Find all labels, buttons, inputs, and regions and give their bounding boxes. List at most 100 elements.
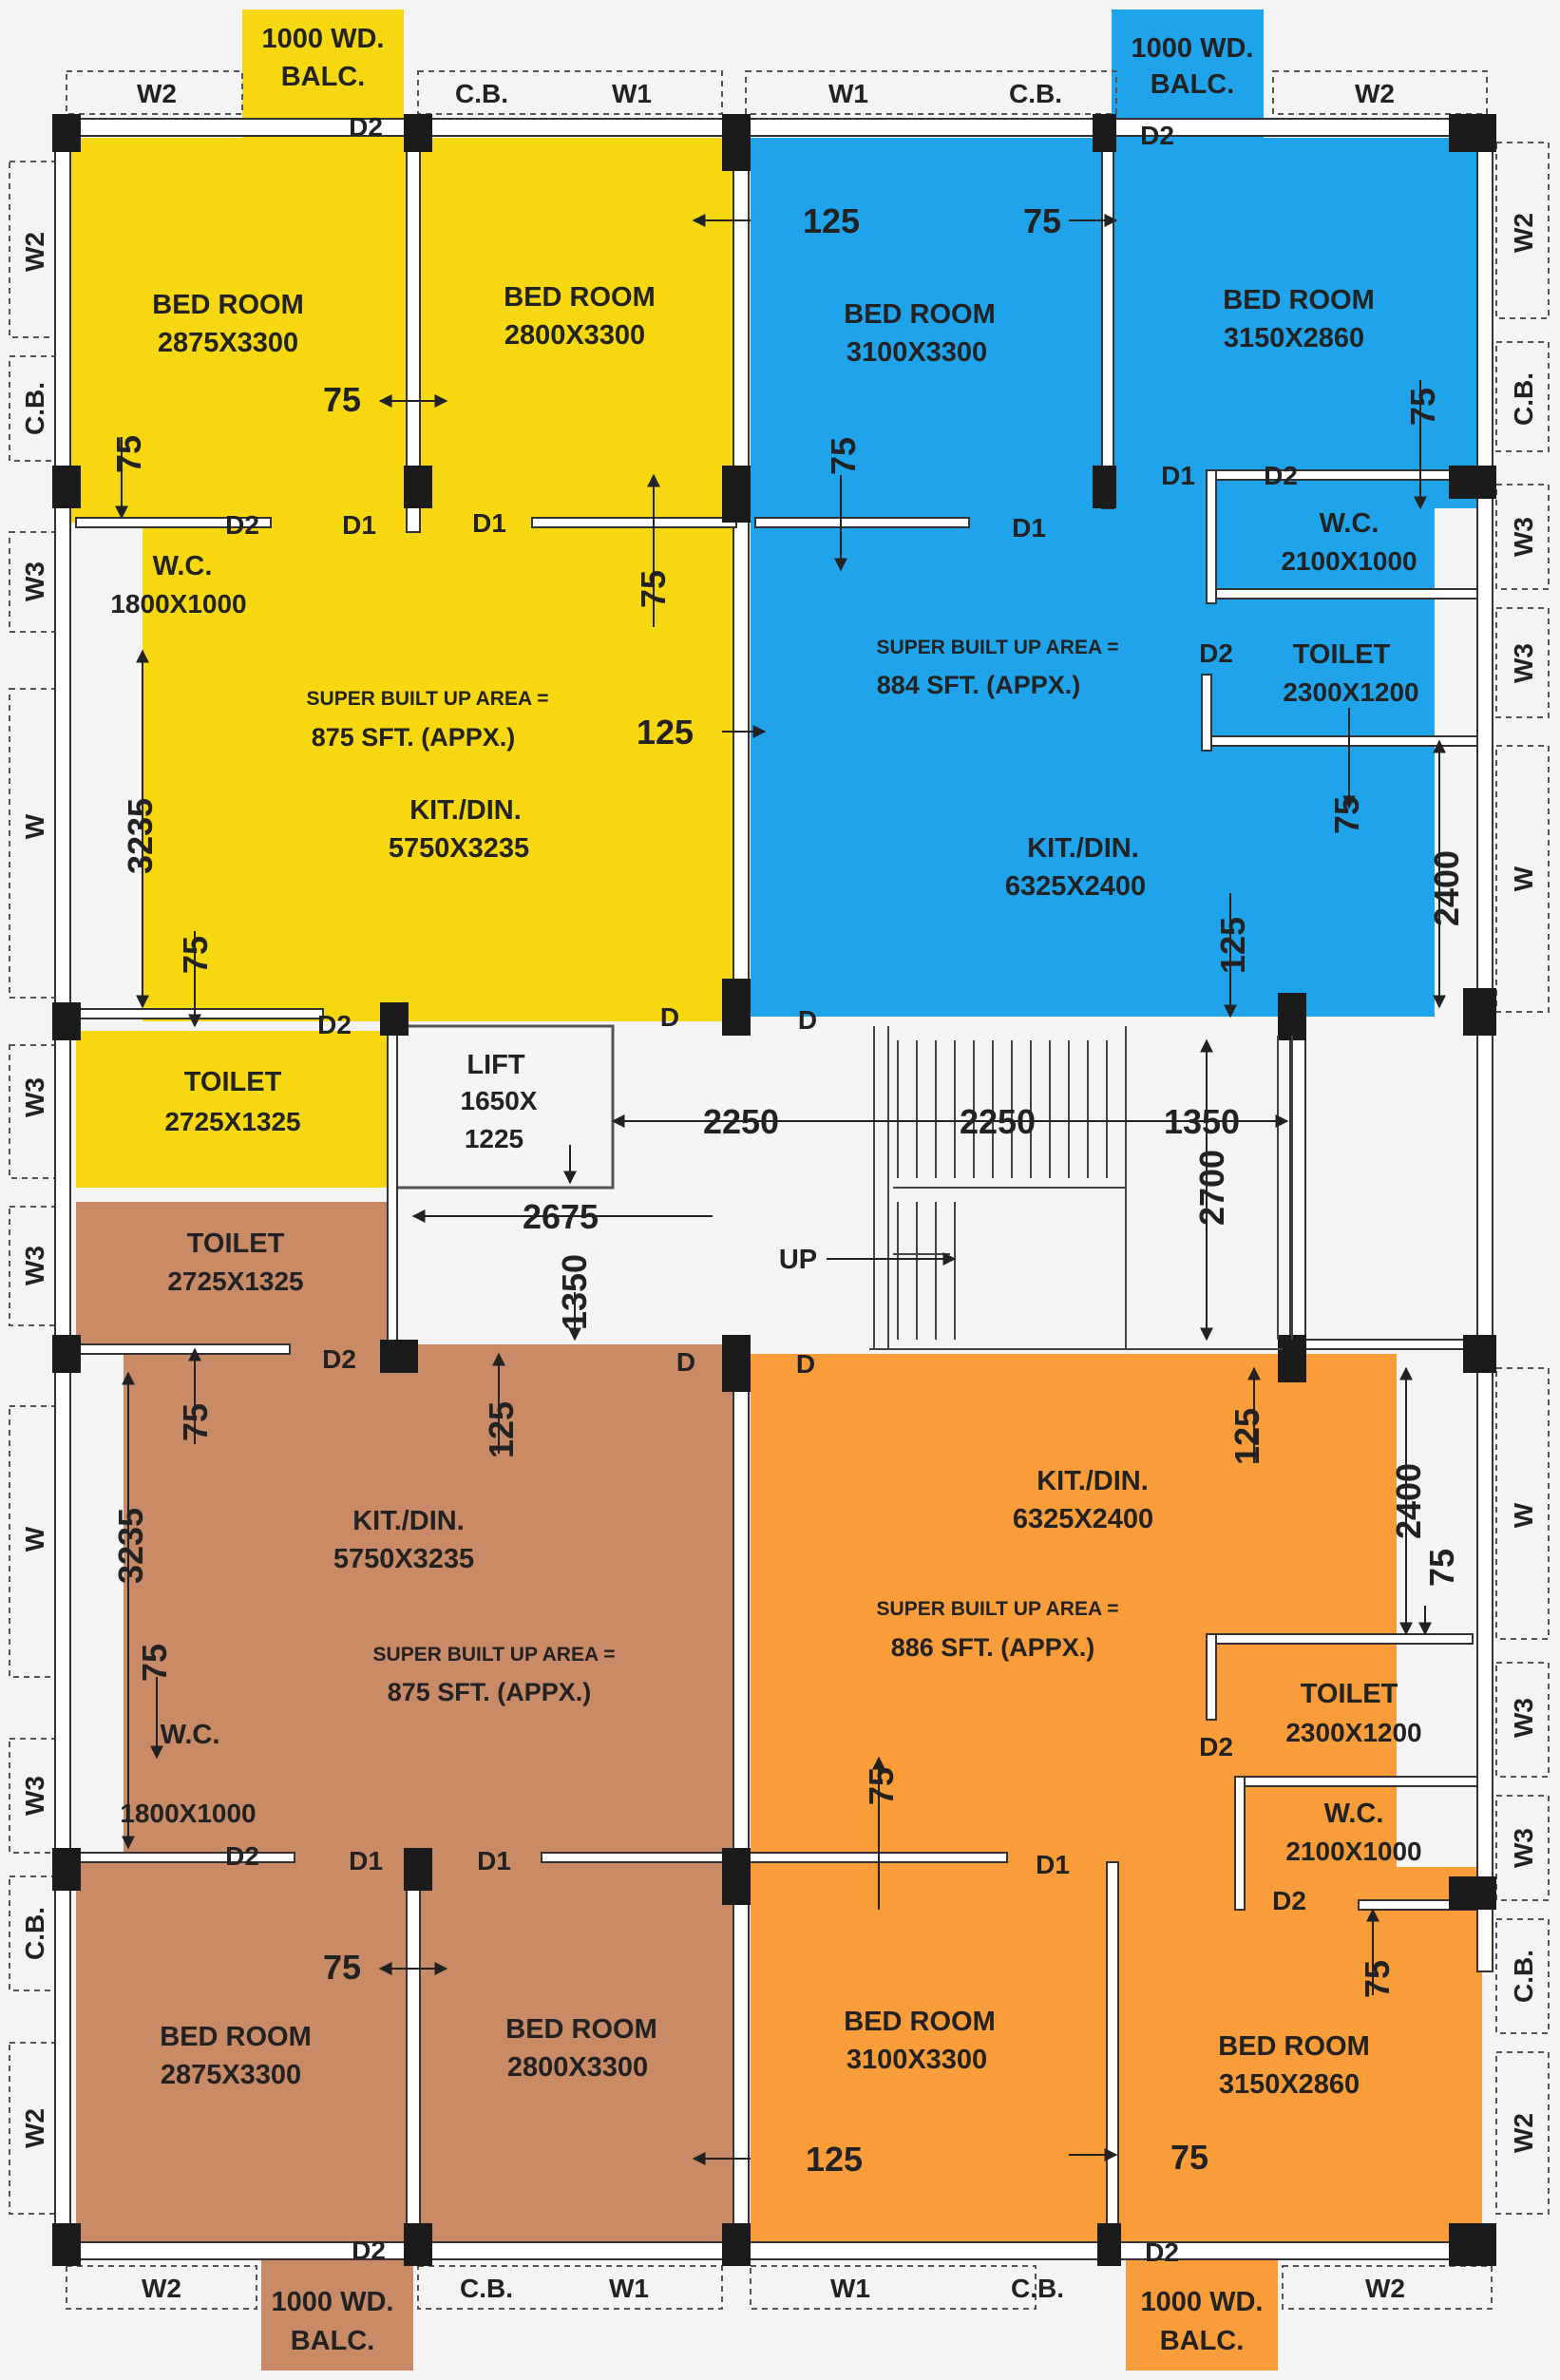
label-w: W [1509, 866, 1538, 891]
label-d75: 75 [323, 1948, 361, 1987]
label-w3: W3 [20, 1246, 49, 1285]
label-d2: D2 [1199, 638, 1233, 668]
brown-wc-name: W.C. [161, 1720, 220, 1750]
label-d2: D2 [352, 2236, 386, 2265]
label-d: D [798, 1005, 817, 1035]
orange-balc-line2: BALC. [1160, 2326, 1245, 2356]
lift-size-1: 1650X [461, 1086, 538, 1115]
yellow-sba-label: SUPER BUILT UP AREA = [307, 688, 549, 710]
label-w1: W1 [609, 2274, 649, 2303]
label-w2: W2 [1365, 2274, 1405, 2303]
label-d125: 125 [803, 201, 860, 240]
lift-size-2: 1225 [465, 1124, 523, 1153]
yellow-kit-name: KIT./DIN. [409, 795, 522, 826]
orange-kit-name: KIT./DIN. [1037, 1466, 1149, 1496]
label-cb: C.B. [1509, 1950, 1538, 2003]
yellow-wc-size: 1800X1000 [110, 589, 246, 619]
lift-name: LIFT [466, 1050, 524, 1080]
label-d75: 75 [1023, 201, 1061, 240]
label-w1: W1 [828, 79, 868, 108]
yellow-bed2-size: 2800X3300 [504, 320, 645, 351]
brown-balc-line1: 1000 WD. [272, 2287, 394, 2317]
label-d1: D1 [472, 508, 506, 538]
label-d2700: 2700 [1192, 1150, 1231, 1226]
label-d75: 75 [135, 1644, 174, 1682]
label-w3: W3 [1509, 643, 1538, 683]
orange-toilet-size: 2300X1200 [1285, 1718, 1421, 1747]
label-d75: 75 [1403, 388, 1442, 426]
staircase [869, 1026, 1293, 1350]
blue-kit-size: 6325X2400 [1005, 871, 1146, 902]
orange-wc-size: 2100X1000 [1285, 1837, 1421, 1866]
brown-sba-label: SUPER BUILT UP AREA = [373, 1644, 616, 1666]
label-w2: W2 [137, 79, 177, 108]
flat-blue: BED ROOM 3100X3300 BED ROOM 3150X2860 W.… [844, 33, 1418, 902]
label-d125: 125 [637, 713, 694, 752]
label-d1: D1 [1012, 513, 1046, 543]
label-d1350: 1350 [1164, 1102, 1240, 1141]
yellow-balc-line1: 1000 WD. [262, 24, 385, 54]
label-d2400: 2400 [1427, 850, 1466, 926]
label-w2: W2 [1509, 2113, 1538, 2153]
label-w3: W3 [1509, 1698, 1538, 1738]
blue-bed1-size: 3100X3300 [847, 337, 987, 368]
orange-balc-line1: 1000 WD. [1141, 2287, 1264, 2317]
blue-wc-size: 2100X1000 [1281, 546, 1417, 576]
label-d75: 75 [1358, 1960, 1397, 1998]
brown-kit-size: 5750X3235 [333, 1544, 474, 1574]
label-d75: 75 [862, 1767, 901, 1805]
label-d75: 75 [824, 437, 863, 475]
blue-toilet-name: TOILET [1293, 639, 1391, 670]
yellow-balc-line2: BALC. [281, 62, 366, 92]
label-cb: C.B. [20, 382, 49, 435]
label-d125: 125 [482, 1401, 521, 1458]
label-w3: W3 [1509, 517, 1538, 557]
orange-sba-label: SUPER BUILT UP AREA = [877, 1598, 1119, 1620]
label-d2: D2 [225, 1841, 259, 1871]
lift-area [392, 1024, 615, 1190]
label-d3235: 3235 [111, 1508, 150, 1584]
blue-bed2-name: BED ROOM [1223, 285, 1375, 315]
core: LIFT 1650X 1225 UP [461, 1050, 818, 1275]
yellow-sba-value: 875 SFT. (APPX.) [312, 723, 516, 752]
label-cb: C.B. [1509, 372, 1538, 426]
yellow-bed2-name: BED ROOM [504, 282, 656, 313]
label-d2: D2 [1199, 1732, 1233, 1761]
label-cb: C.B. [20, 1907, 49, 1960]
label-d2675: 2675 [523, 1197, 599, 1236]
label-w2: W2 [1509, 213, 1538, 253]
flat-brown: TOILET 2725X1325 KIT./DIN. 5750X3235 SUP… [120, 1228, 656, 2356]
orange-kit-size: 6325X2400 [1013, 1504, 1153, 1534]
label-d: D [676, 1347, 695, 1377]
label-d1: D1 [349, 1846, 383, 1875]
brown-bed1-size: 2875X3300 [161, 2060, 301, 2090]
label-d2: D2 [322, 1344, 356, 1374]
label-d75: 75 [176, 936, 215, 974]
brown-toilet-name: TOILET [187, 1228, 285, 1259]
label-d125: 125 [806, 2140, 863, 2179]
label-d: D [660, 1002, 679, 1032]
brown-bed1-name: BED ROOM [160, 2022, 312, 2052]
label-w: W [20, 813, 49, 839]
label-d2: D2 [349, 112, 383, 142]
label-d2: D2 [225, 510, 259, 540]
flat-yellow: BED ROOM 2875X3300 BED ROOM 2800X3300 W.… [110, 24, 655, 1136]
label-d2: D2 [1140, 121, 1174, 150]
label-d75: 75 [1422, 1549, 1461, 1587]
label-cb: C.B. [1011, 2274, 1064, 2303]
brown-bed2-size: 2800X3300 [507, 2052, 648, 2083]
label-d1350: 1350 [555, 1254, 594, 1330]
label-w3: W3 [20, 1077, 49, 1117]
label-d3235: 3235 [121, 798, 160, 874]
blue-toilet-size: 2300X1200 [1283, 677, 1418, 707]
label-d1: D1 [1036, 1850, 1070, 1879]
orange-bed1-name: BED ROOM [844, 2007, 996, 2037]
yellow-bed1-size: 2875X3300 [158, 328, 298, 358]
dimension-lines [115, 214, 1446, 2165]
yellow-wc-name: W.C. [153, 551, 213, 581]
label-d2250: 2250 [703, 1102, 779, 1141]
blue-sba-label: SUPER BUILT UP AREA = [877, 637, 1119, 658]
orange-sba-value: 886 SFT. (APPX.) [891, 1633, 1095, 1662]
label-d75: 75 [634, 570, 673, 608]
